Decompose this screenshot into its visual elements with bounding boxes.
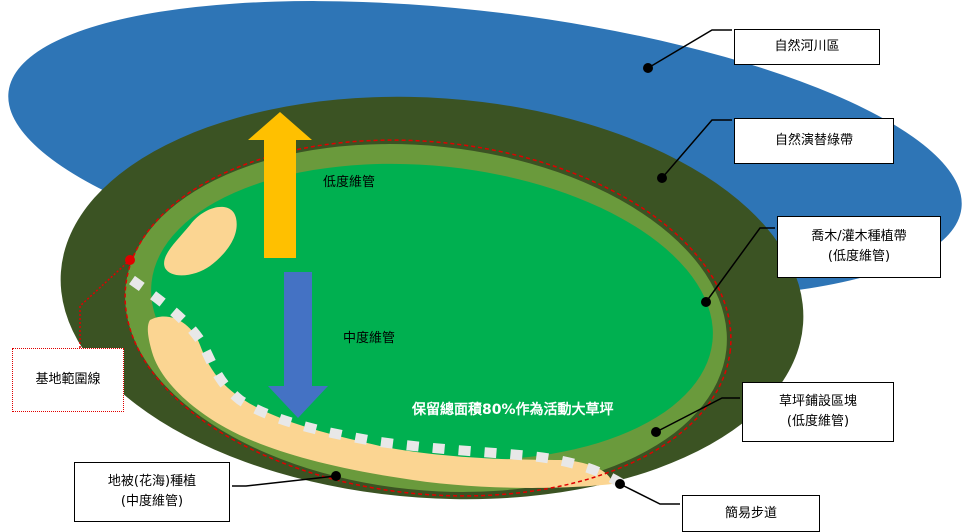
natural-succession-callout: 自然演替綠帶 [734,118,894,164]
site-boundary-label: 基地範圍線 [35,372,101,387]
leader-natural-succession [657,119,732,183]
natural-river-label: 自然河川區 [774,39,840,54]
low-maintenance-up-arrow [248,112,312,258]
tree-shrub-label-line1: 喬木/灌木種植帶 [811,229,907,244]
natural-river-callout: 自然河川區 [734,29,880,65]
site-boundary-line [124,139,732,497]
leader-footpath [615,479,680,505]
site-boundary-callout: 基地範圍線 [12,348,124,412]
ground-cover-label-line2: (中度維管) [120,494,184,509]
natural-succession-label: 自然演替綠帶 [774,133,853,148]
low-maintenance-label: 低度維管 [323,174,375,190]
lawn-label-line2: (低度維管) [786,414,850,429]
leader-tree-shrub [701,227,775,307]
lawn-callout: 草坪鋪設區塊 (低度維管) [742,382,894,442]
footpath [129,275,625,489]
tree-shrub-label-line2: (低度維管) [827,249,891,264]
footpath-label: 簡易步道 [724,505,777,521]
ground-cover-label-line1: 地被(花海)種植 [107,474,197,489]
ground-cover-patch-bottom [147,316,613,488]
reserve-note-label: 保留總面積80%作為活動大草坪 [411,401,614,418]
leader-lawn [651,397,740,437]
tree-shrub-callout: 喬木/灌木種植帶 (低度維管) [777,216,941,278]
medium-maintenance-label: 中度維管 [343,330,395,346]
ground-cover-patch-top [164,206,237,276]
ground-cover-callout: 地被(花海)種植 (中度維管) [74,462,230,522]
lawn-label-line1: 草坪鋪設區塊 [778,394,857,409]
leader-ground-cover [232,471,341,487]
medium-maintenance-down-arrow [268,272,328,418]
leader-natural-river [643,29,732,73]
footpath-callout: 簡易步道 [682,495,820,532]
leader-site-boundary [79,255,135,348]
